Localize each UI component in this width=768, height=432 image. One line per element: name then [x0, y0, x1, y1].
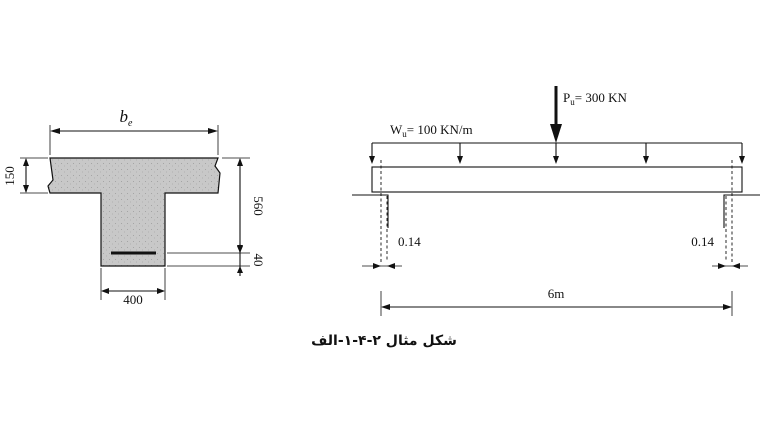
cover-arrow-bottom	[237, 266, 243, 273]
t-section: be 150 560 40 400	[2, 107, 266, 307]
left-support-arrow-b	[387, 263, 395, 269]
point-load-label: Pu= 300 KN	[563, 90, 627, 107]
span-arrow-right	[723, 304, 732, 310]
left-support-arrow-a	[373, 263, 381, 269]
web-height-label: 560	[251, 196, 266, 216]
left-support-width-label: 0.14	[398, 234, 421, 249]
left-support	[352, 194, 389, 228]
be-arrow-right	[208, 128, 218, 134]
web-width-label: 400	[123, 292, 143, 307]
span-arrow-left	[381, 304, 390, 310]
right-support	[723, 194, 760, 228]
cover-arrow-top	[237, 246, 243, 253]
flange-thickness-label: 150	[2, 166, 17, 186]
right-support-arrow-a	[718, 263, 726, 269]
cover-label: 40	[251, 254, 266, 267]
height-arrow-top	[237, 158, 243, 166]
right-support-width-label: 0.14	[691, 234, 714, 249]
span-label: 6m	[548, 286, 565, 301]
web-arrow-left	[101, 288, 109, 294]
be-arrow-left	[50, 128, 60, 134]
distributed-load-arrows	[369, 143, 745, 164]
flange-arrow-top	[23, 158, 29, 166]
right-support-arrow-b	[732, 263, 740, 269]
web-arrow-right	[157, 288, 165, 294]
beam-body	[371, 166, 743, 193]
point-load-arrowhead	[550, 124, 562, 143]
flange-arrow-bottom	[23, 185, 29, 193]
t-section-concrete	[47, 157, 221, 267]
be-label: be	[120, 107, 134, 129]
beam-elevation: Wu= 100 KN/m Pu= 300 KN 0.14 0.14 6m	[352, 86, 760, 316]
figure-caption: شکل مثال ۲-۴-۱-الف	[311, 333, 457, 349]
distributed-load-label: Wu= 100 KN/m	[390, 122, 473, 139]
